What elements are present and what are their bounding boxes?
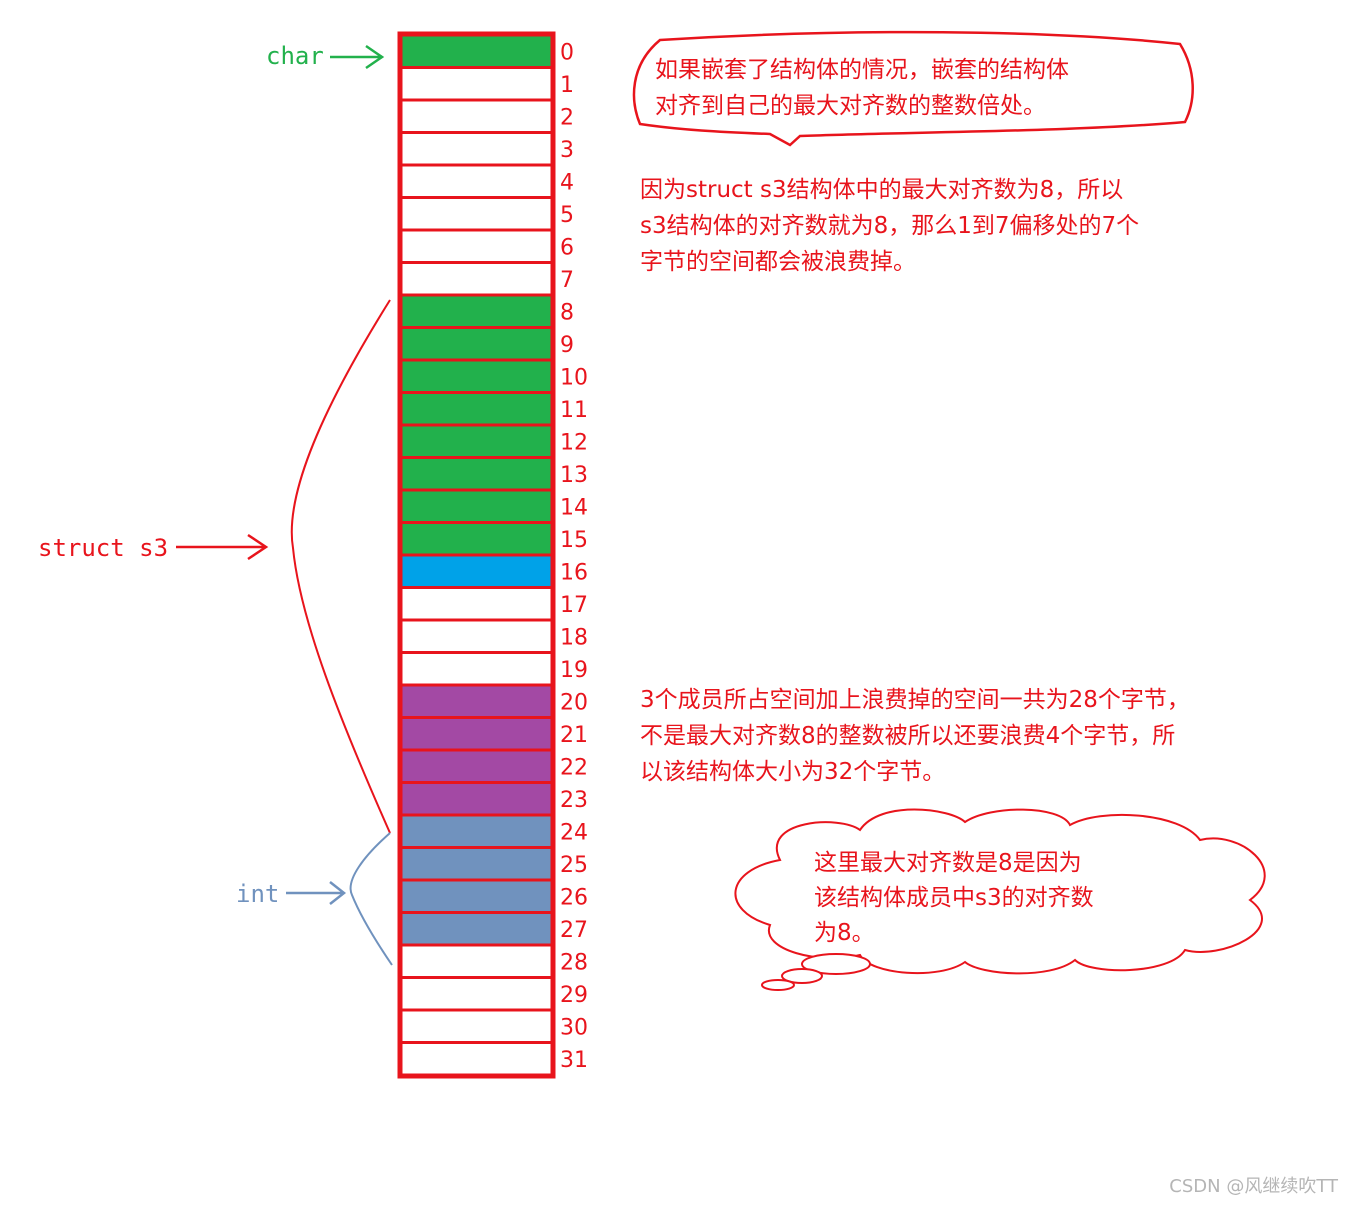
memory-cell-12 (399, 423, 554, 459)
memory-cell-11 (399, 391, 554, 427)
memory-cell-30 (399, 1008, 554, 1044)
note-line: 该结构体成员中s3的对齐数 (814, 885, 1094, 911)
memory-cell-22 (399, 748, 554, 784)
offset-label-11: 11 (560, 398, 588, 423)
offset-label-12: 12 (560, 430, 588, 455)
note-line: s3结构体的对齐数就为8，那么1到7偏移处的7个 (640, 213, 1140, 239)
offset-label-16: 16 (560, 560, 588, 585)
memory-cell-2 (399, 98, 554, 134)
memory-cell-13 (399, 456, 554, 492)
char-label: char (266, 42, 324, 70)
struct-s3-label: struct s3 (38, 534, 168, 562)
offset-label-0: 0 (560, 40, 574, 65)
memory-cell-15 (399, 521, 554, 557)
note-line: 以该结构体大小为32个字节。 (640, 759, 946, 785)
size-explanation-note: 3个成员所占空间加上浪费掉的空间一共为28个字节， 不是最大对齐数8的整数被所以… (640, 682, 1190, 790)
memory-cell-23 (399, 781, 554, 817)
offset-label-4: 4 (560, 170, 574, 195)
offset-label-6: 6 (560, 235, 574, 260)
memory-cell-0 (399, 33, 554, 69)
memory-cell-21 (399, 716, 554, 752)
offset-label-9: 9 (560, 333, 574, 358)
offset-label-28: 28 (560, 950, 588, 975)
offset-label-23: 23 (560, 788, 588, 813)
memory-cell-1 (399, 66, 554, 102)
struct-s3-brace (290, 299, 391, 834)
offset-label-18: 18 (560, 625, 588, 650)
offset-label-10: 10 (560, 365, 588, 390)
memory-cell-27 (399, 911, 554, 947)
int-arrow (286, 881, 347, 905)
top-note-bubble (632, 30, 1194, 147)
note-line: 字节的空间都会被浪费掉。 (640, 249, 916, 275)
note-line: 如果嵌套了结构体的情况，嵌套的结构体 (655, 57, 1069, 83)
thought-cloud-puff-small (761, 979, 795, 991)
memory-cell-28 (399, 943, 554, 979)
memory-cell-4 (399, 163, 554, 199)
note-line: 因为struct s3结构体中的最大对齐数为8，所以 (640, 177, 1124, 203)
offset-label-25: 25 (560, 853, 588, 878)
int-brace (349, 832, 393, 966)
offset-label-5: 5 (560, 203, 574, 228)
memory-cell-16 (399, 553, 554, 589)
note-line: 3个成员所占空间加上浪费掉的空间一共为28个字节， (640, 687, 1190, 713)
int-label: int (236, 880, 279, 908)
memory-cell-26 (399, 878, 554, 914)
note-line: 为8。 (814, 920, 875, 946)
offset-label-22: 22 (560, 755, 588, 780)
offset-label-27: 27 (560, 918, 588, 943)
cloud-note: 这里最大对齐数是8是因为 该结构体成员中s3的对齐数 为8。 (814, 846, 1094, 951)
memory-cell-5 (399, 196, 554, 232)
offset-label-31: 31 (560, 1048, 588, 1073)
memory-cell-3 (399, 131, 554, 167)
char-arrow (330, 44, 385, 70)
offset-label-14: 14 (560, 495, 588, 520)
offset-label-1: 1 (560, 73, 574, 98)
memory-cell-18 (399, 618, 554, 654)
offset-label-7: 7 (560, 268, 574, 293)
offset-label-20: 20 (560, 690, 588, 715)
memory-cell-8 (399, 293, 554, 329)
offset-label-15: 15 (560, 528, 588, 553)
alignment-explanation-note: 因为struct s3结构体中的最大对齐数为8，所以 s3结构体的对齐数就为8，… (640, 172, 1139, 280)
note-line: 对齐到自己的最大对齐数的整数倍处。 (655, 93, 1046, 119)
watermark: CSDN @风继续吹TT (1169, 1176, 1338, 1197)
offset-labels: 0123456789101112131415161718192021222324… (560, 40, 588, 1073)
offset-label-19: 19 (560, 658, 588, 683)
note-line: 这里最大对齐数是8是因为 (814, 850, 1082, 876)
top-bubble-note: 如果嵌套了结构体的情况，嵌套的结构体 对齐到自己的最大对齐数的整数倍处。 (655, 52, 1069, 124)
struct-s3-arrow (176, 533, 269, 561)
thought-cloud-puff-large (801, 953, 871, 975)
thought-cloud-puff-medium (781, 968, 823, 984)
memory-cell-10 (399, 358, 554, 394)
memory-cell-9 (399, 326, 554, 362)
memory-cell-19 (399, 651, 554, 687)
note-line: 不是最大对齐数8的整数被所以还要浪费4个字节，所 (640, 723, 1176, 749)
offset-label-24: 24 (560, 820, 588, 845)
memory-cell-24 (399, 813, 554, 849)
offset-label-17: 17 (560, 593, 588, 618)
offset-label-13: 13 (560, 463, 588, 488)
memory-cell-25 (399, 846, 554, 882)
offset-label-21: 21 (560, 723, 588, 748)
offset-label-8: 8 (560, 300, 574, 325)
offset-label-30: 30 (560, 1015, 588, 1040)
offset-label-3: 3 (560, 138, 574, 163)
memory-cell-17 (399, 586, 554, 622)
memory-cell-31 (399, 1041, 554, 1077)
memory-cell-29 (399, 976, 554, 1012)
memory-cells (397, 31, 556, 1079)
memory-frame (397, 31, 556, 1079)
memory-cell-20 (399, 683, 554, 719)
offset-label-26: 26 (560, 885, 588, 910)
offset-label-2: 2 (560, 105, 574, 130)
offset-label-29: 29 (560, 983, 588, 1008)
memory-cell-14 (399, 488, 554, 524)
memory-cell-6 (399, 228, 554, 264)
memory-cell-7 (399, 261, 554, 297)
